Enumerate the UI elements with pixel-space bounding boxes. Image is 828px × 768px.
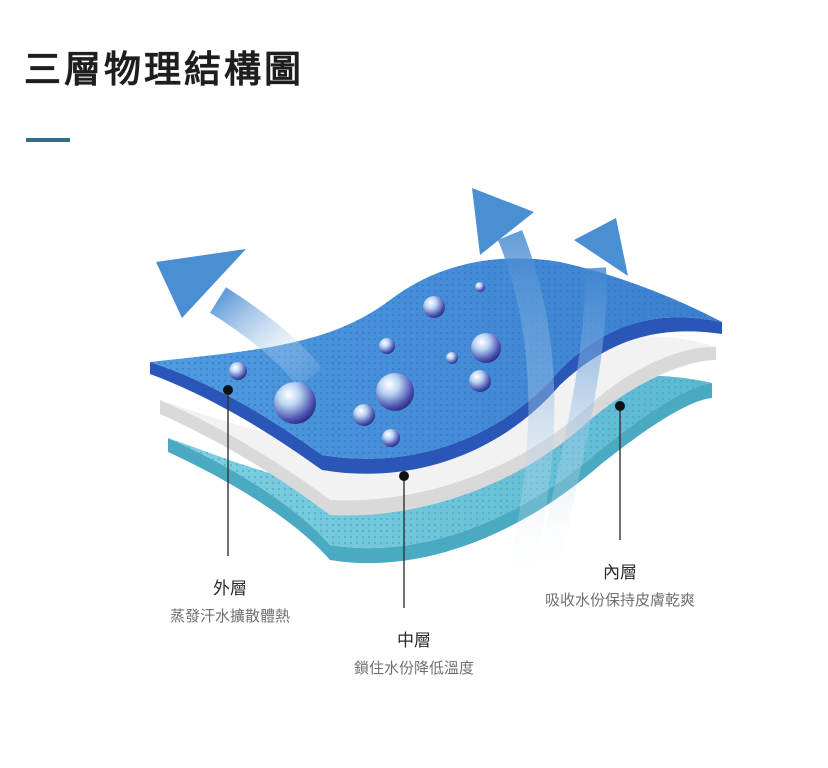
water-droplet [469,370,491,392]
label-middle: 中層 鎖住水份降低溫度 [332,630,496,678]
label-inner-name: 內層 [520,562,720,584]
water-droplet [376,373,414,411]
water-droplet [471,333,501,363]
label-outer: 外層 蒸發汗水擴散體熱 [148,578,312,626]
label-outer-name: 外層 [148,578,312,600]
water-droplet [382,429,400,447]
label-outer-desc: 蒸發汗水擴散體熱 [148,606,312,626]
water-droplet [353,404,375,426]
water-droplet [423,296,445,318]
label-inner-desc: 吸收水份保持皮膚乾爽 [520,590,720,610]
water-droplet [475,282,485,292]
label-middle-desc: 鎖住水份降低溫度 [332,658,496,678]
label-inner: 內層 吸收水份保持皮膚乾爽 [520,562,720,610]
water-droplet [274,382,316,424]
water-droplet [379,338,395,354]
water-droplet [446,352,458,364]
label-middle-name: 中層 [332,630,496,652]
water-droplet [229,362,247,380]
